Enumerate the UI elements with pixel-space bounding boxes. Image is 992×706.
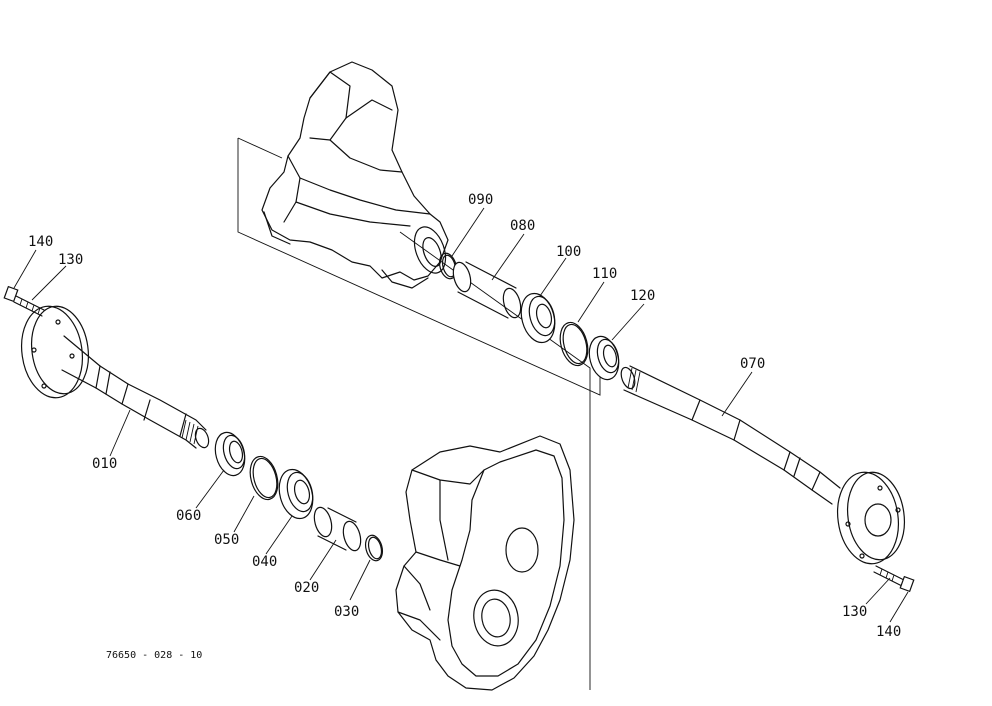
bearing-040 <box>278 468 314 520</box>
right-axle-shaft <box>620 365 905 565</box>
callout-110: 110 <box>592 266 617 282</box>
circlip-050 <box>249 455 279 501</box>
upper-axle-housing <box>237 61 601 396</box>
collar-020 <box>313 506 362 552</box>
callout-130-left: 130 <box>58 252 83 268</box>
oil-seal-060 <box>214 431 246 477</box>
oil-seal-120 <box>588 335 620 381</box>
callout-050: 050 <box>214 532 239 548</box>
callout-030: 030 <box>334 604 359 620</box>
callout-060: 060 <box>176 508 201 524</box>
callout-010: 010 <box>92 456 117 472</box>
callout-080: 080 <box>510 218 535 234</box>
leader-lines <box>13 207 909 623</box>
callout-130-right: 130 <box>842 604 867 620</box>
callout-070: 070 <box>740 356 765 372</box>
callout-120: 120 <box>630 288 655 304</box>
bearing-100 <box>520 292 556 344</box>
left-hub-bolt <box>3 285 45 317</box>
right-hub-bolt <box>873 565 915 593</box>
lower-gear-housing <box>395 231 591 691</box>
callout-140-right: 140 <box>876 624 901 640</box>
snap-ring-030 <box>364 534 384 562</box>
left-axle-shaft <box>21 305 210 449</box>
callout-020: 020 <box>294 580 319 596</box>
callout-090: 090 <box>468 192 493 208</box>
collar-080 <box>452 261 522 319</box>
callout-140-left: 140 <box>28 234 53 250</box>
circlip-110 <box>559 321 589 367</box>
callout-040: 040 <box>252 554 277 570</box>
drawing-code: 76650 - 028 - 10 <box>106 650 202 661</box>
callout-100: 100 <box>556 244 581 260</box>
